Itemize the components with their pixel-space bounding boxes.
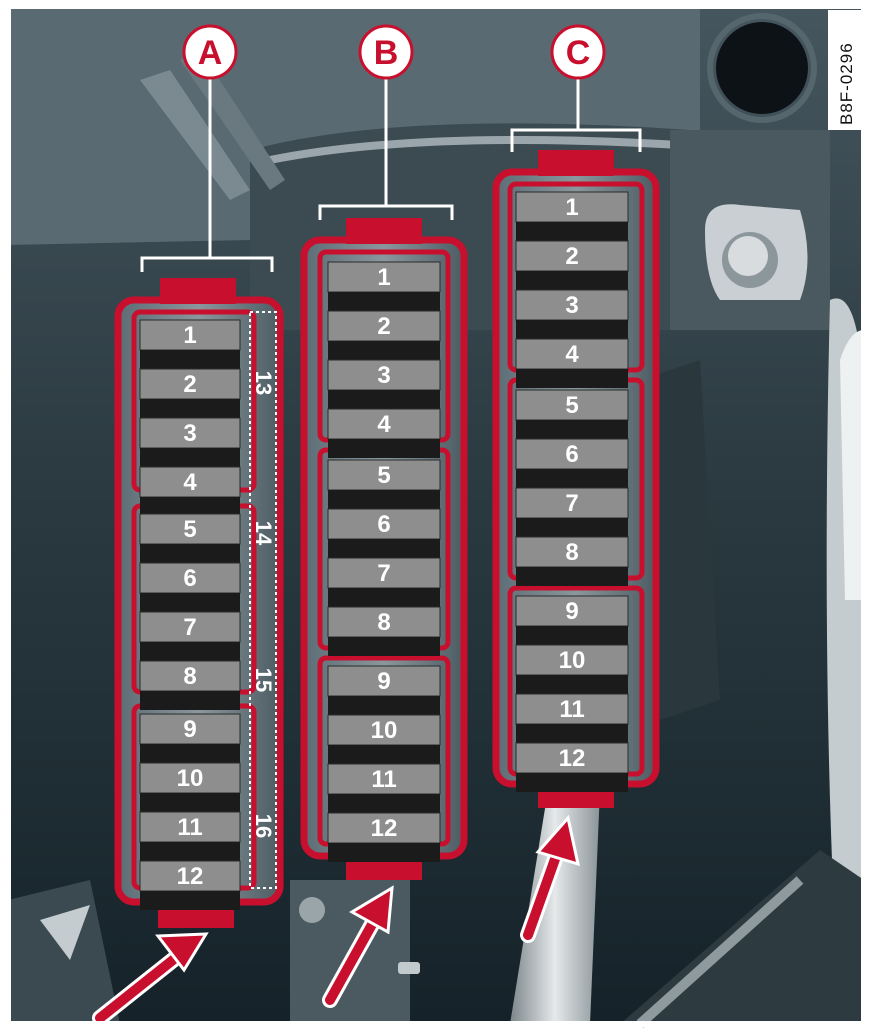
fuse-number: 2	[377, 313, 390, 340]
fuse-slot: 7	[328, 558, 440, 607]
side-slot-number: 13	[251, 371, 276, 395]
side-slot-number: 16	[251, 814, 276, 838]
figure-code: B8F-0296	[837, 42, 856, 125]
fuse-number: 4	[377, 411, 391, 438]
fuse-number: 5	[377, 462, 390, 489]
fuse-number: 12	[177, 863, 204, 890]
fuse-slot: 12	[140, 861, 240, 910]
panel-b-top-tab	[346, 218, 422, 244]
fuse-slot: 4	[516, 339, 628, 388]
fuse-number: 9	[377, 668, 390, 695]
fuse-slot: 6	[516, 439, 628, 488]
fuse-number: 12	[559, 745, 586, 772]
fuse-slot: 6	[140, 563, 240, 612]
fuse-slot: 7	[140, 612, 240, 661]
fuse-slot: 5	[140, 514, 240, 563]
fuse-slot: 3	[140, 418, 240, 467]
fuse-number: 7	[565, 490, 578, 517]
fuse-number: 2	[565, 243, 578, 270]
fuse-slot: 3	[328, 360, 440, 409]
fuse-number: 6	[565, 441, 578, 468]
panel-a-top-tab	[160, 278, 236, 304]
fuse-number: 8	[183, 663, 196, 690]
fuse-slot: 2	[328, 311, 440, 360]
fuse-slot: 9	[328, 666, 440, 715]
callout-c-label: C	[566, 34, 591, 72]
fuse-number: 1	[377, 264, 390, 291]
callout-a-label: A	[198, 34, 223, 72]
callout-b-label: B	[374, 34, 399, 72]
fuse-number: 5	[565, 392, 578, 419]
fuse-slot: 1	[140, 320, 240, 369]
fuse-slot: 9	[516, 596, 628, 645]
fuse-slot: 5	[516, 390, 628, 439]
side-slot-number: 14	[251, 521, 276, 546]
fuse-number: 7	[377, 560, 390, 587]
fuse-number: 11	[177, 814, 202, 841]
panel-c-top-tab	[538, 150, 614, 176]
fuse-number: 8	[565, 539, 578, 566]
fuse-number: 11	[371, 766, 396, 793]
fuse-slot: 12	[516, 743, 628, 792]
fuse-number: 2	[183, 371, 196, 398]
fuse-slot: 1	[328, 262, 440, 311]
fuse-slot: 8	[140, 661, 240, 710]
fuse-slot: 1	[516, 192, 628, 241]
fuse-slot: 9	[140, 714, 240, 763]
fuse-slot: 8	[516, 537, 628, 586]
fuse-number: 4	[565, 341, 579, 368]
fuse-number: 9	[565, 598, 578, 625]
fuse-number: 1	[183, 322, 196, 349]
fuse-slot: 10	[328, 715, 440, 764]
fuse-slot: 3	[516, 290, 628, 339]
fuse-slot: 8	[328, 607, 440, 656]
fuse-number: 3	[183, 420, 196, 447]
fuse-slot: 12	[328, 813, 440, 862]
fuse-slot: 11	[140, 812, 240, 861]
fuse-number: 9	[183, 716, 196, 743]
fuse-slot: 6	[328, 509, 440, 558]
fuse-number: 3	[565, 292, 578, 319]
fuse-number: 12	[371, 815, 398, 842]
fuse-slot: 10	[140, 763, 240, 812]
side-slot-number: 15	[251, 668, 276, 692]
fuse-number: 10	[371, 717, 398, 744]
fuse-slot: 2	[140, 369, 240, 418]
fuse-number: 4	[183, 469, 197, 496]
figure-code-label: B8F-0296	[828, 10, 862, 130]
fuse-slot: 4	[140, 467, 240, 516]
callout-a: A	[184, 26, 236, 78]
fuse-number: 11	[559, 696, 584, 723]
fuse-number: 7	[183, 614, 196, 641]
callout-c: C	[552, 26, 604, 78]
fuse-number: 8	[377, 609, 390, 636]
fuse-number: 5	[183, 516, 196, 543]
fuse-number: 6	[377, 511, 390, 538]
fuse-slot: 10	[516, 645, 628, 694]
fuse-number: 10	[177, 765, 204, 792]
fuse-number: 1	[565, 194, 578, 221]
fuse-slot: 4	[328, 409, 440, 458]
fuse-number: 6	[183, 565, 196, 592]
fuse-number: 10	[559, 647, 586, 674]
fuse-slot: 11	[516, 694, 628, 743]
fuse-slot: 11	[328, 764, 440, 813]
fuse-slot: 7	[516, 488, 628, 537]
callout-b: B	[360, 26, 412, 78]
fuse-number: 3	[377, 362, 390, 389]
fuse-slot: 5	[328, 460, 440, 509]
fuse-slot: 2	[516, 241, 628, 290]
